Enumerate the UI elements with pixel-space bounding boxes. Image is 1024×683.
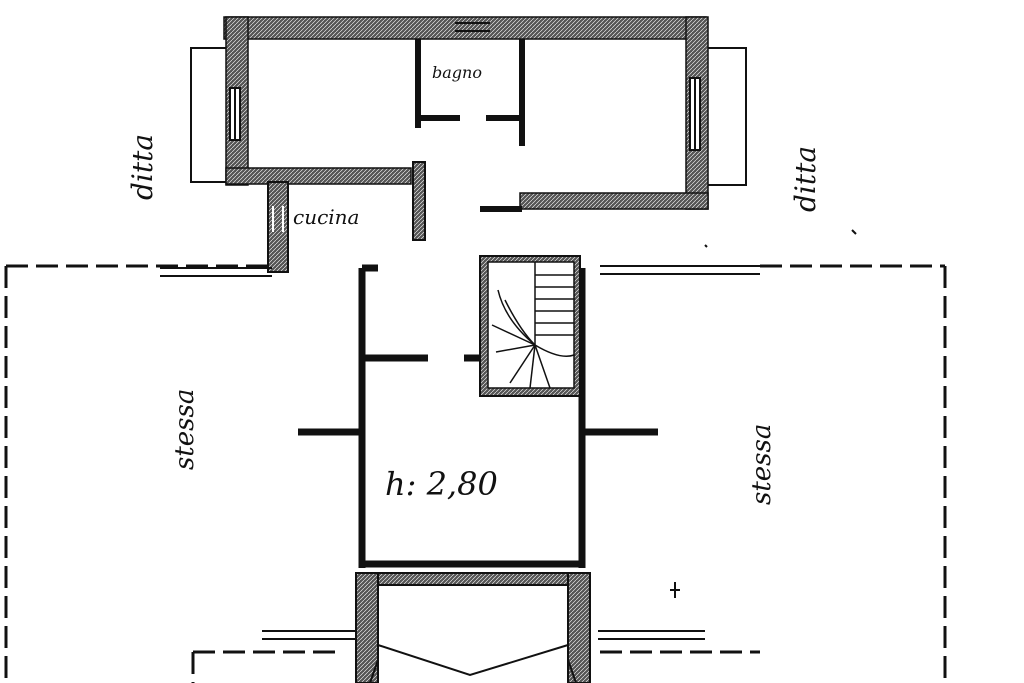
bagno-window-mark bbox=[455, 22, 490, 32]
ditta-right-label: ditta bbox=[789, 146, 822, 212]
stray-marks bbox=[670, 229, 857, 598]
stairwell bbox=[479, 255, 581, 397]
cucina-window-mark bbox=[272, 206, 284, 232]
ditta-left-label: ditta bbox=[126, 134, 159, 200]
entrance bbox=[355, 572, 591, 683]
stessa-right-label: stessa bbox=[747, 424, 777, 505]
stessa-left-label: stessa bbox=[170, 389, 200, 470]
upper-block-walls bbox=[223, 16, 709, 210]
cucina-label: cucina bbox=[293, 205, 359, 229]
facade-lines bbox=[160, 265, 760, 640]
right-bay-window bbox=[689, 47, 747, 186]
stair-treads bbox=[491, 262, 575, 389]
height-label: h: 2,80 bbox=[385, 465, 498, 503]
bagno-walls bbox=[415, 39, 525, 146]
adjacent-outline bbox=[4, 264, 947, 683]
left-bay-window bbox=[190, 47, 241, 183]
hall-walls bbox=[298, 264, 658, 568]
cucina-walls bbox=[267, 161, 426, 273]
bagno-label: bagno bbox=[432, 63, 482, 82]
